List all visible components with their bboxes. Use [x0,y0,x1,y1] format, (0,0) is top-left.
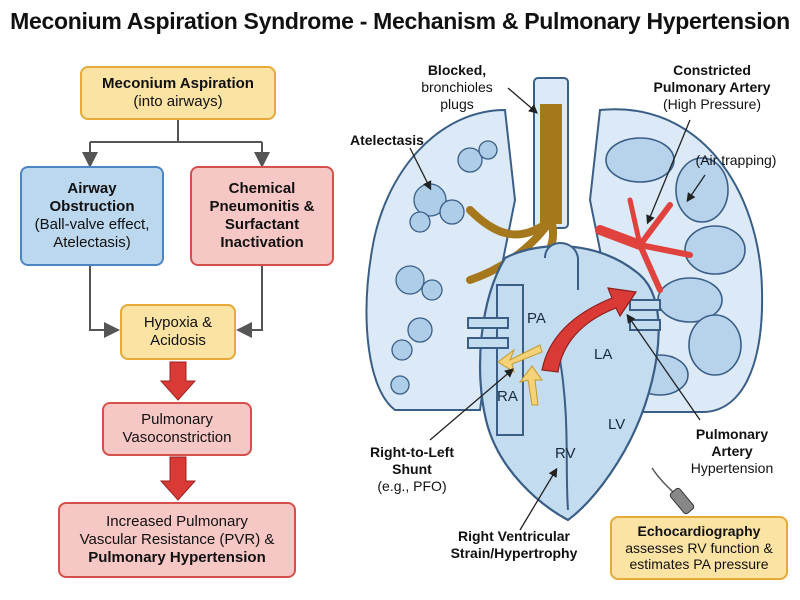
pulmonary-veins [467,299,661,349]
airway-obstruction-sub-1: (Ball-valve effect, [34,216,150,233]
label-atelectasis: Atelectasis [350,132,424,148]
meconium-aspiration-title: Meconium Aspiration [102,75,254,92]
airway-obstruction-box: Airway Obstruction (Ball-valve effect, A… [20,166,164,266]
airway-obstruction-title-2: Obstruction [49,198,135,215]
pvr-line-1: Increased Pulmonary [106,513,248,530]
meconium-aspiration-box: Meconium Aspiration (into airways) [80,66,276,120]
meconium-aspiration-sub: (into airways) [133,93,223,110]
echocardiography-box: Echocardiography assesses RV function & … [610,516,788,580]
red-arrow-vasoconstriction-to-pvr [159,456,197,501]
connector-obstruction-to-hypoxia [89,266,120,338]
leader-atelectasis [409,147,432,191]
label-shunt: Right-to-Left Shunt (e.g., PFO) [352,444,472,494]
pneumonitis-line-3: Surfactant [224,216,300,233]
shunt-arrow-left [497,344,543,374]
pa-hypertension-line-2: Artery [711,442,753,459]
right-lung [365,108,517,411]
pneumonitis-line-2: Pneumonitis & [209,198,315,215]
label-blocked: Blocked, bronchioles plugs [398,62,516,112]
chemical-pneumonitis-box: Chemical Pneumonitis & Surfactant Inacti… [190,166,334,266]
meconium-plug [540,104,562,224]
increased-pvr-box: Increased Pulmonary Vascular Resistance … [58,502,296,578]
label-pa-hypertension: Pulmonary Artery Hypertension [676,426,788,476]
constricted-line-2: Pulmonary Artery [653,78,771,95]
leader-pa-hypertension [626,313,701,421]
label-pa: PA [527,310,546,327]
rv-strain-line-2: Strain/Hypertrophy [450,544,578,561]
leader-air-trapping [686,174,706,203]
heart [478,245,660,522]
leader-rv-strain [519,467,558,531]
echo-title: Echocardiography [637,522,761,539]
red-flow-arrow [541,287,638,373]
shunt-line-2: Shunt [392,460,432,477]
shunt-line-1: Right-to-Left [370,444,454,460]
hypoxia-acidosis-box: Hypoxia & Acidosis [120,304,236,360]
pvr-line-2: Vascular Resistance (PVR) & [79,531,275,548]
shunt-line-3: (e.g., PFO) [377,477,447,494]
pneumonitis-line-1: Chemical [228,180,296,197]
vasoconstriction-line-1: Pulmonary [141,411,213,428]
pulmonary-vasoconstriction-box: Pulmonary Vasoconstriction [102,402,252,456]
red-arrow-hypoxia-to-vasoconstriction [159,361,197,401]
pneumonitis-line-4: Inactivation [220,234,304,251]
constricted-pulmonary-artery [595,197,693,293]
connector-aspiration-split [90,120,262,143]
blocked-line-2: bronchioles [421,78,493,95]
label-lv: LV [608,416,626,433]
label-la: LA [594,346,613,363]
label-air-trapping: (Air trapping) [695,152,777,168]
rv-strain-line-1: Right Ventricular [457,528,571,544]
hypoxia-line-1: Hypoxia & [143,314,213,331]
label-constricted-artery: Constricted Pulmonary Artery (High Press… [632,62,792,112]
label-rv: RV [555,445,576,462]
blocked-bold: Blocked, [427,62,487,78]
leader-shunt [429,368,514,441]
constricted-line-3: (High Pressure) [662,95,762,112]
hypoxia-line-2: Acidosis [150,332,206,349]
airway-obstruction-title-1: Airway [67,180,117,197]
pvr-line-3: Pulmonary Hypertension [88,549,266,566]
airway-obstruction-sub-2: Atelectasis) [53,234,131,251]
echo-probe [669,487,695,515]
pa-hypertension-line-1: Pulmonary [695,426,769,442]
page-title: Meconium Aspiration Syndrome - Mechanism… [10,8,790,34]
echo-line-2: estimates PA pressure [629,556,769,573]
aorta [544,242,579,290]
label-rv-strain: Right Ventricular Strain/Hypertrophy [424,528,604,562]
echo-line-1: assesses RV function & [625,539,773,556]
label-ra: RA [497,388,518,405]
leader-blocked [507,87,538,114]
connector-pneumonitis-to-hypoxia [236,266,263,338]
leader-constricted [646,119,691,225]
shunt-arrow-up [518,365,543,406]
blocked-line-3: plugs [440,95,474,112]
pa-hypertension-line-3: Hypertension [690,459,774,476]
vasoconstriction-line-2: Vasoconstriction [122,429,232,446]
constricted-line-1: Constricted [673,62,751,78]
septum [559,359,569,511]
atelectasis-alveoli [390,140,498,395]
